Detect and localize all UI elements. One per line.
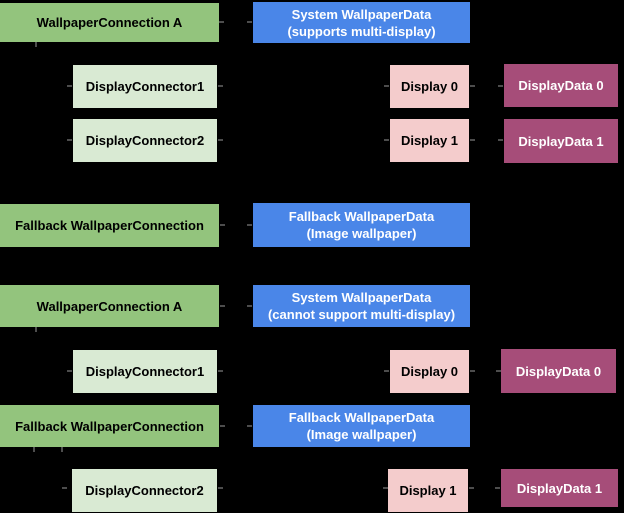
connector-nub <box>218 487 223 489</box>
connector-nub <box>220 305 225 307</box>
connector-nub <box>67 85 72 87</box>
connector-nub <box>33 447 35 452</box>
connector-nub <box>247 21 252 23</box>
s1-system-wallpaper-data: System WallpaperData (supports multi-dis… <box>253 2 470 43</box>
connector-nub <box>384 85 389 87</box>
connector-nub <box>61 447 63 452</box>
s1-fallback-wallpaper-connection: Fallback WallpaperConnection <box>0 204 219 247</box>
node-label: DisplayConnector2 <box>85 483 204 498</box>
node-label-line2: (Image wallpaper) <box>306 427 417 442</box>
connector-nub <box>384 139 389 141</box>
connector-nub <box>247 224 252 226</box>
s2-fallback-wallpaper-connection: Fallback WallpaperConnection <box>0 405 219 447</box>
node-label-line1: System WallpaperData <box>291 290 432 305</box>
connector-nub <box>35 42 37 47</box>
connector-nub <box>470 139 475 141</box>
connector-nub <box>220 425 225 427</box>
node-label: DisplayConnector1 <box>85 364 205 379</box>
node-label-line2: (cannot support multi-display) <box>267 307 456 322</box>
connector-nub <box>220 224 225 226</box>
connector-nub <box>62 487 67 489</box>
connector-nub <box>498 139 503 141</box>
s2-display-data-0: DisplayData 0 <box>501 349 616 393</box>
s1-display-data-1: DisplayData 1 <box>504 119 618 163</box>
node-label: Display 0 <box>400 364 459 379</box>
connector-nub <box>247 425 252 427</box>
node-label: DisplayData 1 <box>518 133 604 149</box>
s2-display-0: Display 0 <box>390 350 469 393</box>
s2-wallpaper-connection-a: WallpaperConnection A <box>0 285 219 327</box>
connector-nub <box>470 85 475 87</box>
s2-display-data-1: DisplayData 1 <box>501 469 618 507</box>
connector-nub <box>383 487 388 489</box>
node-label-line1: Fallback WallpaperData <box>288 209 435 224</box>
node-label: DisplayData 1 <box>516 480 603 496</box>
s2-system-wallpaper-data: System WallpaperData (cannot support mul… <box>253 285 470 327</box>
connector-nub <box>384 370 389 372</box>
node-label: Fallback WallpaperConnection <box>15 418 204 434</box>
node-label: DisplayData 0 <box>518 78 604 93</box>
s1-display-connector-1: DisplayConnector1 <box>73 65 217 108</box>
node-label-line1: System WallpaperData <box>291 6 432 22</box>
connector-nub <box>218 85 223 87</box>
node-label: Display 1 <box>400 133 459 148</box>
s1-display-1: Display 1 <box>390 119 469 162</box>
node-label: Fallback WallpaperConnection <box>15 218 204 233</box>
node-label: DisplayData 0 <box>515 363 602 379</box>
node-label: DisplayConnector1 <box>85 79 205 94</box>
node-label: WallpaperConnection A <box>36 15 183 30</box>
s2-display-connector-2: DisplayConnector2 <box>72 469 217 512</box>
s1-display-connector-2: DisplayConnector2 <box>73 119 217 162</box>
s2-fallback-wallpaper-data: Fallback WallpaperData (Image wallpaper) <box>253 405 470 447</box>
s2-display-connector-1: DisplayConnector1 <box>73 350 217 393</box>
connector-nub <box>470 370 475 372</box>
connector-nub <box>67 370 72 372</box>
s2-display-1: Display 1 <box>388 469 468 512</box>
connector-nub <box>247 305 252 307</box>
connector-nub <box>469 487 474 489</box>
node-label: Display 0 <box>400 79 459 94</box>
connector-nub <box>218 370 223 372</box>
s1-fallback-wallpaper-data: Fallback WallpaperData (Image wallpaper) <box>253 203 470 247</box>
connector-nub <box>218 139 223 141</box>
s1-display-0: Display 0 <box>390 65 469 108</box>
s1-wallpaper-connection-a: WallpaperConnection A <box>0 3 219 42</box>
connector-nub <box>495 487 500 489</box>
node-label: Display 1 <box>399 483 457 498</box>
node-label: DisplayConnector2 <box>85 133 205 148</box>
node-label: WallpaperConnection A <box>36 298 183 314</box>
node-label-line2: (supports multi-display) <box>287 23 436 39</box>
connector-nub <box>498 85 503 87</box>
connector-nub <box>496 370 501 372</box>
connector-nub <box>219 21 224 23</box>
s1-display-data-0: DisplayData 0 <box>504 64 618 107</box>
node-label-line1: Fallback WallpaperData <box>288 410 435 425</box>
connector-nub <box>67 139 72 141</box>
connector-nub <box>35 327 37 332</box>
node-label-line2: (Image wallpaper) <box>306 226 417 241</box>
